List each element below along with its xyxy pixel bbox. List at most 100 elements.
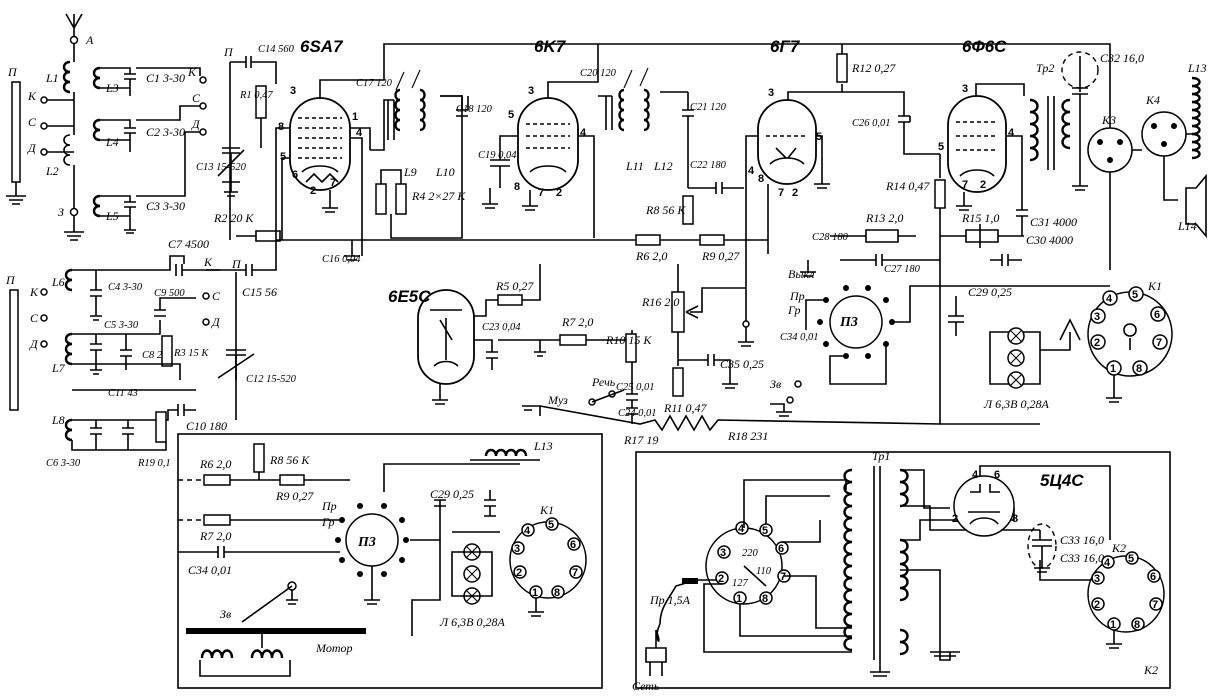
- svg-text:C18 120: C18 120: [456, 104, 493, 115]
- svg-text:6K7: 6K7: [534, 37, 567, 56]
- svg-text:C24 0,01: C24 0,01: [618, 408, 657, 419]
- svg-text:5: 5: [816, 131, 822, 143]
- svg-text:5: 5: [762, 525, 768, 537]
- svg-text:8: 8: [514, 181, 520, 193]
- svg-text:Тр2: Тр2: [1036, 61, 1054, 75]
- svg-text:6SA7: 6SA7: [300, 37, 344, 56]
- svg-text:R16 2,0: R16 2,0: [641, 295, 679, 309]
- svg-text:L4: L4: [105, 135, 119, 149]
- svg-text:П3: П3: [357, 535, 376, 550]
- svg-text:4: 4: [356, 127, 363, 139]
- svg-text:8: 8: [762, 593, 768, 605]
- volume-tone: R16 2,0 R10 15 К C35 0,25 R11 0,47 C25 0…: [522, 264, 941, 447]
- svg-text:8: 8: [554, 587, 560, 599]
- svg-text:К: К: [187, 65, 197, 79]
- svg-text:8: 8: [278, 121, 284, 133]
- svg-text:Л 6,3В 0,28А: Л 6,3В 0,28А: [439, 615, 505, 629]
- svg-text:7: 7: [538, 187, 544, 199]
- svg-text:7: 7: [330, 177, 336, 189]
- svg-text:К1: К1: [539, 503, 554, 517]
- svg-text:3: 3: [768, 87, 774, 99]
- svg-text:C33 16,0: C33 16,0: [1060, 533, 1104, 547]
- svg-text:C33 16,0: C33 16,0: [1060, 551, 1104, 565]
- svg-text:С: С: [192, 91, 201, 105]
- svg-text:7: 7: [572, 567, 578, 579]
- svg-text:Д: Д: [211, 315, 221, 329]
- svg-text:1: 1: [532, 587, 538, 599]
- svg-text:C17 120: C17 120: [356, 78, 393, 89]
- tube-6g7: 6Г7 3 4 8 7 2 5 R12 0,27: [745, 37, 896, 330]
- svg-text:R3 15 К: R3 15 К: [173, 348, 209, 359]
- svg-text:5: 5: [280, 151, 286, 163]
- svg-text:L14: L14: [1177, 219, 1197, 233]
- svg-text:4: 4: [1104, 557, 1111, 569]
- svg-text:C32 16,0: C32 16,0: [1100, 51, 1144, 65]
- bias-bus: R6 2,0 R9 0,27 R2 20 К R13 2,0 R15 1,0 C…: [213, 211, 1024, 277]
- svg-text:R13 2,0: R13 2,0: [865, 211, 903, 225]
- svg-text:П: П: [5, 273, 16, 287]
- if-transformer-2: C20 120 L11 L12 C21 120 C22 180 R8 56 К: [580, 67, 744, 225]
- svg-text:R8 56 К: R8 56 К: [269, 453, 310, 467]
- svg-text:Тр1: Тр1: [872, 449, 890, 463]
- tube-6k7: 6K7 3 5 4 8 7 2 C19 0,04: [478, 37, 599, 238]
- svg-text:7: 7: [1156, 337, 1162, 349]
- svg-text:5: 5: [1128, 553, 1134, 565]
- svg-text:C3 3-30: C3 3-30: [146, 199, 185, 213]
- svg-text:8: 8: [1136, 363, 1142, 375]
- svg-text:R15 1,0: R15 1,0: [961, 211, 999, 225]
- svg-text:C26 0,01: C26 0,01: [852, 118, 891, 129]
- svg-text:R14 0,47: R14 0,47: [885, 179, 930, 193]
- svg-text:C8 22: C8 22: [142, 350, 168, 361]
- svg-text:П: П: [7, 65, 18, 79]
- svg-text:R9 0,27: R9 0,27: [275, 489, 314, 503]
- svg-text:C29 0,25: C29 0,25: [968, 285, 1012, 299]
- svg-text:R11 0,47: R11 0,47: [663, 401, 707, 415]
- svg-text:К: К: [29, 285, 39, 299]
- svg-text:3: 3: [1094, 311, 1100, 323]
- svg-text:Мотор: Мотор: [315, 641, 353, 655]
- tube-6sa7: 6SA7 3 8 5 6 2 7 1 4: [275, 37, 1111, 270]
- input-coils-2: П К С Д L6 L7 L8 C7 4500 C4 3-30 C9 500 …: [5, 237, 227, 469]
- svg-text:Зв: Зв: [770, 377, 781, 391]
- svg-text:К1: К1: [1147, 279, 1162, 293]
- svg-text:5: 5: [938, 141, 944, 153]
- svg-text:4: 4: [748, 165, 755, 177]
- svg-text:L1: L1: [45, 71, 59, 85]
- svg-text:R7 2,0: R7 2,0: [199, 529, 231, 543]
- svg-text:C1 3-30: C1 3-30: [146, 71, 185, 85]
- svg-text:П: П: [231, 257, 242, 271]
- svg-text:П3: П3: [839, 315, 858, 330]
- svg-text:1: 1: [1110, 619, 1116, 631]
- svg-text:L9: L9: [403, 165, 417, 179]
- svg-text:C29 0,25: C29 0,25: [430, 487, 474, 501]
- band-switch-upper-right: П C14 560 R1 0,47 C13 15-520: [196, 44, 295, 240]
- svg-text:C16 0,04: C16 0,04: [322, 254, 361, 265]
- svg-text:Муз: Муз: [547, 393, 568, 407]
- svg-text:C20 120: C20 120: [580, 68, 617, 79]
- svg-text:C19 0,04: C19 0,04: [478, 150, 517, 161]
- power-supply: 4 5 6 7 8 1 2 3 220 127 110 Пр 1,5А Сеть…: [632, 449, 1171, 693]
- svg-text:220: 220: [742, 548, 759, 559]
- svg-text:7: 7: [962, 179, 968, 191]
- svg-text:Сеть: Сеть: [632, 679, 660, 693]
- svg-text:С: С: [30, 311, 39, 325]
- svg-text:4: 4: [580, 127, 587, 139]
- output-stage: Тр2 C32 16,0 К3 К4 L13 L14: [1029, 51, 1207, 239]
- svg-text:6Е5С: 6Е5С: [388, 287, 431, 306]
- svg-text:С: С: [28, 115, 37, 129]
- svg-text:Пр: Пр: [321, 499, 337, 513]
- svg-text:2: 2: [952, 513, 958, 525]
- svg-text:С: С: [212, 289, 221, 303]
- svg-text:4: 4: [524, 525, 531, 537]
- svg-text:Д: Д: [29, 337, 39, 351]
- svg-text:R2 20 К: R2 20 К: [213, 211, 254, 225]
- svg-text:3: 3: [720, 547, 726, 559]
- svg-text:6: 6: [1154, 309, 1160, 321]
- svg-text:3: 3: [528, 85, 534, 97]
- svg-text:4: 4: [972, 469, 979, 481]
- svg-text:Речь: Речь: [591, 375, 616, 389]
- svg-text:6: 6: [1150, 571, 1156, 583]
- svg-text:C2 3-30: C2 3-30: [146, 125, 185, 139]
- tube-6f6s: 6Ф6С 3 4 5 7 2 C31 4000 C30 4000: [938, 37, 1077, 247]
- svg-text:А: А: [85, 33, 94, 47]
